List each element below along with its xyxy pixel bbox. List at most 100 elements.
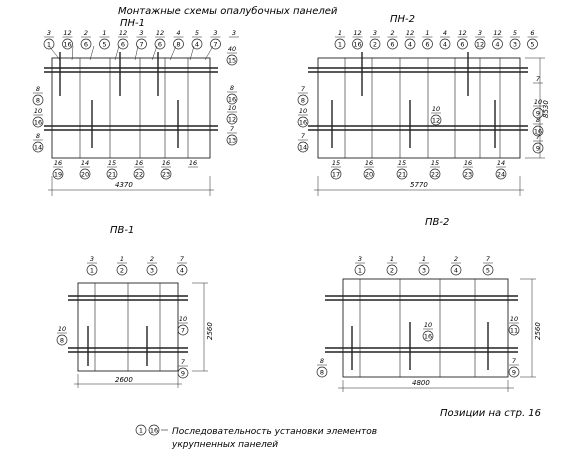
pn1-bottom-mark-4-number: 16 [162,159,170,167]
pn2-top-mark-10: 53 [509,29,521,50]
pn2-top-mark-4-circle-text: 4 [408,40,412,48]
pn2-bottom-mark-0-circle-text: 17 [332,170,340,178]
pn2-top-mark-11: 65 [527,29,538,50]
pn2-bottom-mark-3-number: 15 [431,159,439,167]
panel-pn1-walers [44,67,218,131]
pv2-top-mark-0-number: 3 [358,255,362,263]
pn2-top-mark-4-number: 12 [406,29,414,37]
pn1-bottom-mark-2-number: 15 [108,159,116,167]
pn1-top-mark-8: 54 [191,29,203,50]
pn1-bottom-mark-0-circle [52,168,64,180]
pn2-bottom-mark-4-circle [462,168,474,180]
pn2-top-mark-10-circle [509,38,521,50]
pn2-top-mark-2-number: 3 [373,29,377,37]
panel-pn2-ties [331,52,496,148]
pv2-top-mark-2-circle-text: 3 [422,266,426,274]
pv2-top-mark-3-circle [450,264,462,276]
pv2-top-mark-0-circle-text: 1 [358,266,362,274]
pv2-top-mark-2-number: 1 [422,255,426,263]
pn2-right-mark-3-circle [532,142,544,154]
pv2-top-mark-0-circle [354,264,366,276]
pn2-top-mark-3-number: 2 [390,29,394,37]
pn1-right-mark-2-circle [226,93,238,105]
panel-pv2: ПВ-2 2560 4800 [325,217,542,392]
pn1-top-mark-2: 26 [80,29,92,50]
pn2-bottom-mark-1-number: 16 [365,159,373,167]
pn1-bottom-mark-0-circle-text: 19 [54,170,62,178]
pv1-top-mark-2-number: 2 [150,255,154,263]
pv2-top-mark-2-circle [418,264,430,276]
pv1-top-mark-0: 31 [86,255,98,276]
pn2-top-mark-8: 312 [474,29,486,50]
pn1-top-mark-3-circle [99,38,110,50]
pn2-top-mark-11-circle [527,38,538,50]
pn2-top-mark-1-number: 12 [353,29,361,37]
legend-circle-a [135,424,147,436]
pn2-top-mark-2-circle [369,38,381,50]
pn2-bottom-mark-0-number: 15 [332,159,340,167]
pn1-left-mark-0: 88 [32,85,44,106]
pn2-right-mark-1-circle [532,107,544,119]
pn2-bottom-mark-2-circle [396,168,408,180]
panel-pv2-walers [325,295,518,353]
pn1-top-mark-6-number: 12 [156,29,164,37]
pv1-top-mark-2-circle-text: 3 [150,266,154,274]
pv2-top-mark-4: 75 [482,255,494,276]
panel-pv1-ties [87,326,148,366]
pn1-bottom-mark-3-circle [133,168,145,180]
pn1-right-mark-3-circle-text: 12 [228,115,236,123]
pv2-top-mark-1-circle-text: 2 [390,266,394,274]
panel-pn2-label: ПН-2 [390,14,415,25]
pn1-bottom-mark-1-circle-text: 20 [81,170,89,178]
pn1-right-mark-4-circle-text: 13 [228,136,236,144]
pn1-top-mark-2-number: 2 [84,29,88,37]
pv1-right-mark-0: 107 [177,315,189,336]
panel-pn2: ПН-2 8530 [308,14,550,159]
positions-note: Позиции на стр. 16 [440,408,541,419]
pn2-top-mark-1-circle-text: 16 [353,40,361,48]
legend-circle-b [148,424,160,436]
pn1-top-mark-4-circle [117,38,129,50]
pv1-right-mark-0-circle [177,324,189,336]
pn2-top-mark-0-number: 1 [338,29,342,37]
panel-pv1-width-dim: 2600 [115,376,133,384]
pn1-bottom-mark-4-circle-text: 23 [162,170,170,178]
pn1-top-mark-7-number: 4 [176,29,180,37]
pn1-left-mark-0-number: 8 [36,85,40,93]
pn2-top-mark-5-number: 1 [425,29,429,37]
pn2-inner-mark-number: 10 [432,105,440,113]
pn1-top-mark-0-circle [43,38,55,50]
pn1-bottom-mark-1-circle [79,168,91,180]
pn2-top-mark-0: 11 [334,29,346,50]
pn2-right-mark-0: 7 [533,75,543,84]
pn2-left-mark-0: 78 [297,85,309,106]
panel-pn2-width-dim: 5770 [410,181,428,189]
pv1-left-mark-0: 108 [56,325,68,346]
pn2-right-mark-0-number: 7 [536,75,541,83]
pn1-top-mark-9: 37 [210,29,221,50]
pn1-top-mark-10-number: 3 [232,29,236,37]
panel-pv2-width-dim-line [338,380,514,392]
pn2-top-mark-4-circle [404,38,416,50]
pn2-right-mark-3-number: 7 [536,133,541,141]
pn2-right-mark-3: 79 [532,133,544,154]
panel-pv2-height-dim: 2560 [534,322,542,340]
pv1-right-mark-0-circle-text: 7 [181,326,185,334]
pv1-top-mark-0-number: 3 [90,255,94,263]
pn2-bottom-mark-1-circle [363,168,375,180]
pn2-top-mark-2-circle-text: 2 [373,40,377,48]
pn1-bottom-mark-2-circle-text: 21 [108,170,116,178]
pv1-top-mark-0-circle-text: 1 [90,266,94,274]
pn1-right-mark-4-number: 7 [230,125,235,133]
pn1-top-mark-6-circle-text: 6 [158,40,162,48]
panel-pv2-height-dim-line [520,278,536,378]
pn2-left-mark-0-number: 7 [301,85,306,93]
pn1-bottom-mark-1-number: 14 [81,159,89,167]
pv2-top-mark-4-circle-text: 5 [486,266,490,274]
pn1-top-mark-10: 3 [229,29,239,38]
